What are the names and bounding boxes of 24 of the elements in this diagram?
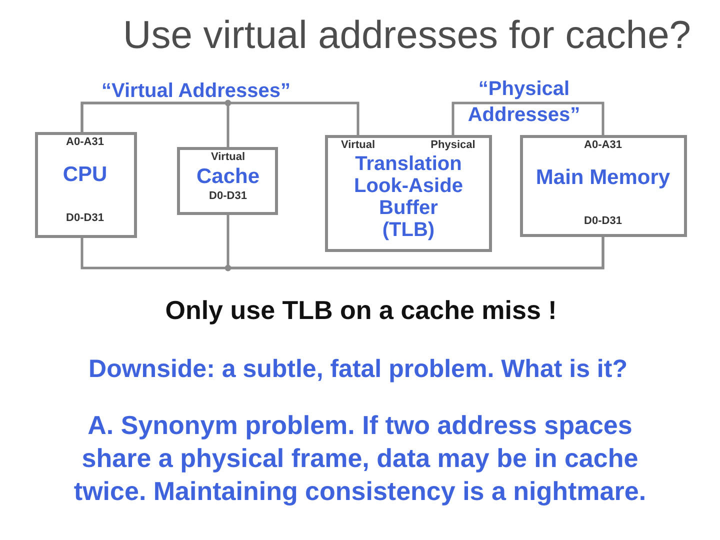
pin-label: Physical: [430, 139, 476, 151]
bus-line: [80, 102, 360, 135]
pin-label: D0-D31: [584, 215, 622, 227]
pin-label: D0-D31: [66, 212, 104, 224]
pin-label: D0-D31: [209, 190, 247, 202]
component-box: [325, 135, 492, 252]
bus-label: “Virtual Addresses”: [102, 80, 290, 102]
box-title: CPU: [62, 163, 108, 187]
pin-label: Virtual: [340, 139, 376, 151]
box-title: Cache: [196, 165, 260, 189]
component-box: [35, 132, 137, 238]
box-title: Main Memory: [536, 166, 670, 190]
pin-label: Virtual: [210, 151, 246, 163]
component-box: [520, 135, 687, 237]
question-text: Downside: a subtle, fatal problem. What is it?: [88, 354, 628, 384]
bus-label: “Physical Addresses”: [466, 77, 582, 128]
note-text: Only use TLB on a cache miss !: [165, 295, 557, 325]
box-title: Translation Look-Aside Buffer (TLB): [353, 153, 464, 241]
component-box: [177, 147, 278, 215]
bus-line: [226, 215, 604, 270]
slide-title: Use virtual addresses for cache?: [123, 14, 691, 58]
pin-label: A0-A31: [584, 139, 622, 151]
pin-label: A0-A31: [66, 136, 104, 148]
answer-text: A. Synonym problem. If two address spaces share a physical frame, data may be in cache twice. Maintaining consistency is a nightmare.: [72, 409, 648, 508]
